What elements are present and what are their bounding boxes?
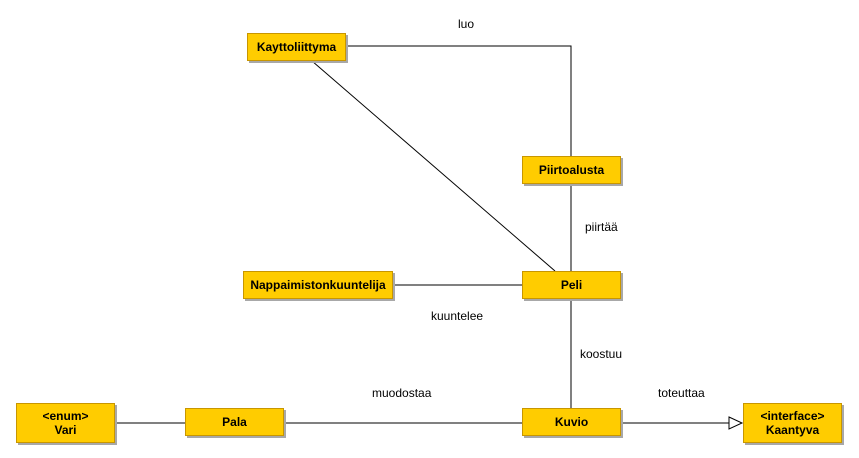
class-name: Piirtoalusta — [538, 163, 605, 177]
class-nappaimistonkuuntelija[interactable]: Nappaimistonkuuntelija — [243, 271, 393, 299]
relation-label-kuuntelee: kuuntelee — [431, 309, 484, 323]
relation-label-piirtaa: piirtää — [585, 220, 618, 234]
relation-label-muodostaa: muodostaa — [372, 386, 432, 400]
class-name: Vari — [54, 423, 77, 437]
class-vari[interactable]: <enum> Vari — [16, 403, 115, 443]
class-name: Pala — [222, 415, 247, 429]
relation-label-luo: luo — [458, 17, 475, 31]
class-stereotype: <interface> — [760, 409, 825, 423]
class-name: Nappaimistonkuuntelija — [250, 278, 386, 292]
class-name: Kaantyva — [765, 423, 820, 437]
relation-label-toteuttaa: toteuttaa — [658, 386, 705, 400]
class-name: Kayttoliittyma — [256, 40, 337, 54]
line-luo — [346, 45, 572, 156]
class-piirtoalusta[interactable]: Piirtoalusta — [522, 156, 621, 184]
class-kaantyva[interactable]: <interface> Kaantyva — [743, 403, 842, 443]
class-pala[interactable]: Pala — [185, 408, 284, 436]
class-stereotype: <enum> — [42, 409, 89, 423]
class-name: Peli — [560, 278, 583, 292]
line-kayttoliittyma-peli — [311, 60, 556, 272]
class-kuvio[interactable]: Kuvio — [522, 408, 621, 436]
relation-label-koostuu: koostuu — [580, 347, 623, 361]
realization-arrowhead — [728, 416, 744, 430]
class-kayttoliittyma[interactable]: Kayttoliittyma — [247, 33, 346, 61]
class-peli[interactable]: Peli — [522, 271, 621, 299]
class-name: Kuvio — [554, 415, 589, 429]
